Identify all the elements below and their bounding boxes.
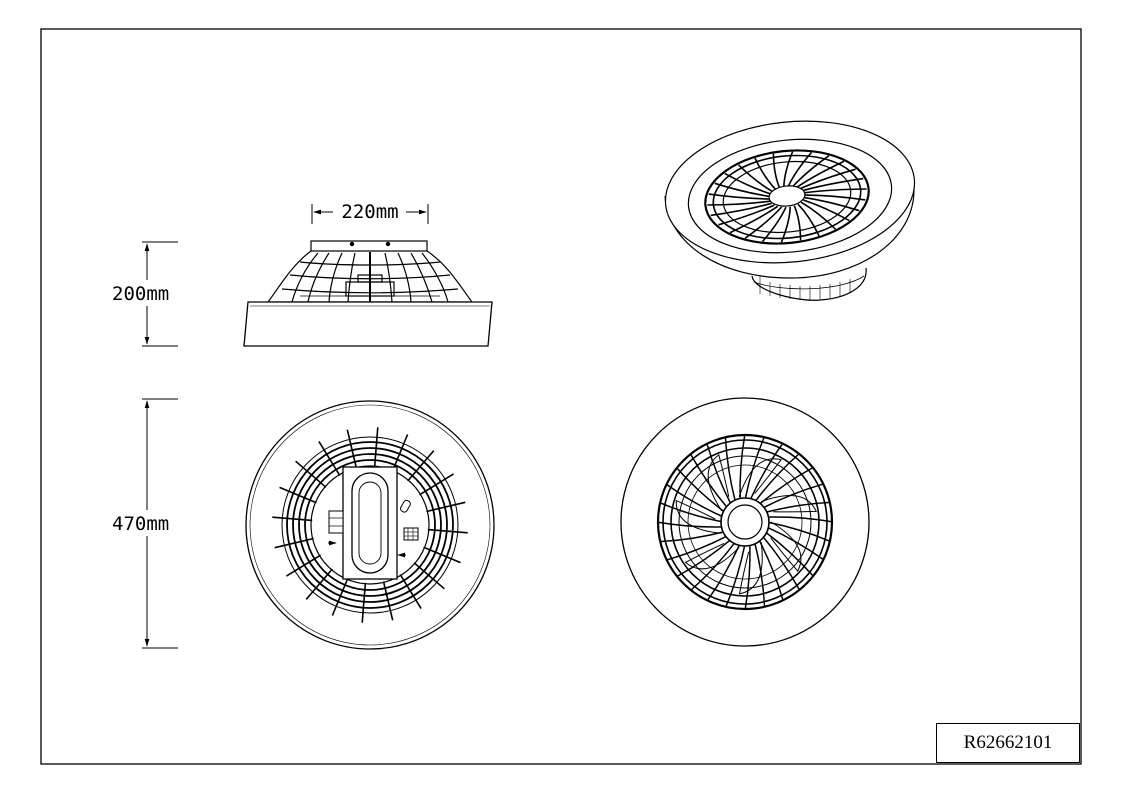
height-dimension: [142, 241, 178, 347]
diameter-dimension-label: 470mm: [112, 513, 169, 535]
grille-spoke: [739, 435, 746, 501]
iso-spoke: [803, 199, 850, 222]
cage-spoke: [285, 554, 321, 577]
cage-spoke: [346, 429, 358, 469]
grille-spoke: [749, 443, 783, 501]
cage-spoke: [407, 450, 435, 482]
cage-spoke: [331, 578, 349, 616]
iso-spoke: [780, 206, 791, 243]
grille-spoke: [725, 543, 746, 607]
cage-spoke: [399, 574, 422, 610]
top-view: [620, 397, 870, 647]
fan-blade: [770, 521, 802, 572]
fan-blade: [684, 542, 740, 570]
side-view: [243, 240, 493, 347]
fan-blade: [675, 499, 722, 534]
grille-spoke: [691, 541, 737, 591]
iso-spoke: [804, 194, 866, 201]
fan-blade: [761, 495, 817, 513]
grille-spoke: [761, 535, 800, 590]
iso-spoke: [761, 206, 787, 243]
grille-spoke: [766, 516, 832, 523]
grille-spoke: [706, 444, 732, 506]
fan-blade: [738, 458, 782, 497]
fan-blade: [707, 454, 730, 511]
grille-spoke: [661, 530, 726, 543]
iso-spoke: [754, 157, 777, 191]
cage-spoke: [427, 528, 468, 534]
grille-spoke: [766, 526, 824, 560]
cage-spoke: [305, 568, 333, 600]
cage-spoke: [318, 440, 341, 476]
isometric-view: [664, 120, 916, 301]
grille-spoke: [753, 541, 766, 606]
iso-spoke: [729, 205, 779, 234]
iso-spoke: [799, 168, 856, 190]
grille-spoke: [766, 521, 830, 542]
cage-spoke: [295, 460, 327, 488]
fan-blade: [738, 542, 763, 595]
cage-spoke: [419, 473, 455, 496]
iso-spoke: [793, 205, 802, 241]
width-dimension-label: 220mm: [341, 201, 398, 223]
cage-spoke: [423, 546, 461, 564]
product-code: R62662101: [963, 732, 1053, 753]
cage-spoke: [391, 434, 409, 472]
grille-spoke: [753, 453, 799, 503]
iso-spoke: [802, 177, 864, 192]
grille-spoke: [761, 483, 823, 509]
iso-spoke: [804, 196, 860, 212]
grille-spoke: [676, 468, 726, 514]
iso-spoke: [714, 182, 770, 198]
grille-spoke: [660, 502, 724, 523]
iso-spoke: [718, 204, 775, 226]
cage-spoke: [279, 486, 317, 504]
grille-spoke: [707, 543, 741, 601]
iso-spoke: [710, 202, 772, 217]
iso-spoke: [724, 172, 771, 195]
iso-spoke: [772, 153, 781, 189]
cage-spoke: [382, 581, 394, 621]
iso-spoke: [744, 206, 783, 239]
cage-spoke: [373, 427, 379, 468]
cage-spoke: [426, 501, 466, 513]
drawing-frame: [40, 28, 1082, 765]
cage-spoke: [272, 516, 313, 522]
grille-spoke: [658, 521, 724, 528]
grille-spoke: [758, 467, 813, 506]
product-code-box: R62662101: [936, 723, 1080, 763]
grille-spoke: [758, 538, 784, 600]
grille-spoke: [667, 535, 729, 561]
grille-spoke: [744, 543, 751, 609]
iso-spoke: [795, 160, 845, 189]
iso-spoke: [708, 193, 770, 200]
iso-spoke: [791, 155, 830, 188]
diameter-dimension: [142, 398, 178, 649]
grille-spoke: [724, 438, 737, 503]
iso-spoke: [803, 188, 867, 194]
iso-spoke: [737, 164, 774, 193]
cage-spoke: [361, 582, 367, 623]
iso-spoke: [797, 203, 820, 237]
cage-spoke: [274, 537, 314, 549]
iso-spoke: [787, 151, 813, 188]
iso-spoke: [707, 200, 771, 206]
bottom-view: [245, 400, 495, 650]
width-dimension: [311, 204, 429, 224]
grille-spoke: [677, 538, 732, 577]
iso-spoke: [783, 151, 794, 188]
grille-spoke: [764, 530, 814, 576]
grille-spoke: [666, 484, 724, 518]
grille-spoke: [764, 501, 829, 514]
cage-spoke: [413, 562, 445, 590]
iso-spoke: [800, 201, 837, 230]
grille-spoke: [690, 454, 729, 509]
grille-spoke: [744, 437, 765, 501]
height-dimension-label: 200mm: [112, 283, 169, 305]
